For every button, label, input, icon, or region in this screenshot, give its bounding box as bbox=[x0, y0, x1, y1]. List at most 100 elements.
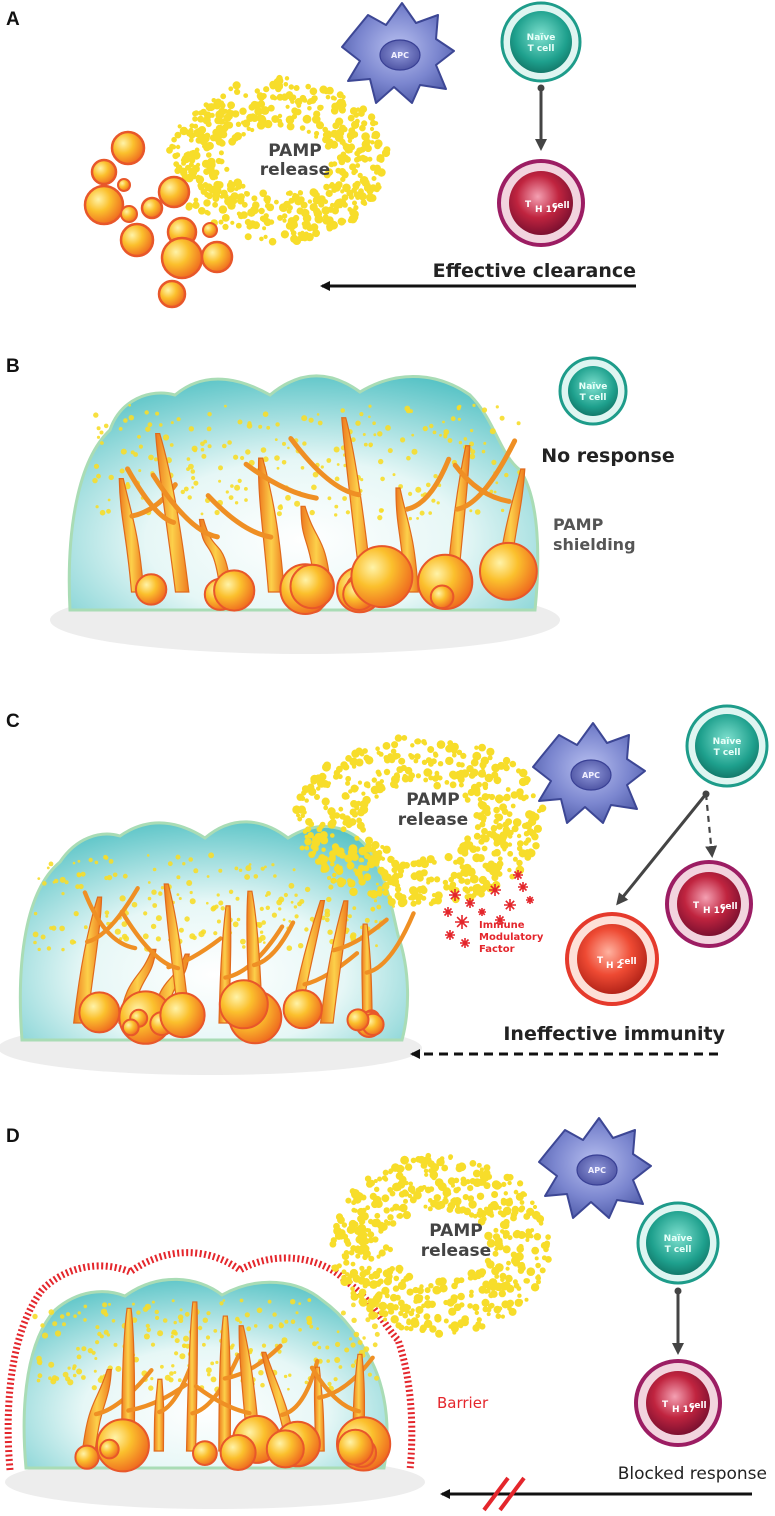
pamp-particle bbox=[294, 108, 302, 116]
biofilm-pamp-particles bbox=[32, 852, 395, 952]
pamp-particle bbox=[347, 207, 353, 212]
pamp-particle bbox=[399, 861, 408, 870]
pamp-particle bbox=[502, 826, 511, 834]
pamp-particle bbox=[147, 896, 152, 901]
pamp-particle bbox=[403, 1198, 408, 1204]
pamp-particle bbox=[435, 1329, 444, 1338]
pamp-particle bbox=[448, 1155, 453, 1160]
pamp-particle bbox=[48, 1376, 52, 1380]
pamp-particle bbox=[330, 107, 339, 115]
pamp-particle bbox=[236, 196, 245, 205]
pamp-particle bbox=[262, 226, 267, 231]
pamp-particle bbox=[467, 1303, 473, 1309]
pamp-particle bbox=[335, 181, 343, 189]
pamp-particle bbox=[399, 1304, 407, 1313]
pamp-particle bbox=[381, 1194, 390, 1203]
pamp-particle bbox=[368, 194, 377, 202]
pamp-particle bbox=[374, 1375, 380, 1381]
th17-label-cell: cell bbox=[552, 201, 570, 211]
pamp-particle bbox=[533, 824, 543, 833]
pamp-particle bbox=[46, 866, 50, 870]
yeast-cell bbox=[346, 1008, 370, 1032]
pamp-particle bbox=[205, 1335, 211, 1340]
pamp-particle bbox=[472, 403, 476, 407]
pamp-particle bbox=[59, 876, 66, 883]
pamp-particle bbox=[222, 223, 229, 230]
pamp-particle bbox=[285, 115, 295, 125]
imf-particle-core bbox=[468, 901, 472, 905]
pamp-particle bbox=[207, 444, 212, 449]
pamp-particle bbox=[307, 199, 313, 204]
pamp-particle bbox=[419, 510, 425, 516]
pamp-particle bbox=[124, 483, 131, 490]
pamp-particle bbox=[177, 1378, 182, 1383]
pamp-particle bbox=[476, 1192, 485, 1201]
pamp-particle bbox=[254, 107, 263, 116]
pamp-particle bbox=[272, 1312, 277, 1317]
pamp-shielding-label-line1: PAMP bbox=[553, 515, 604, 534]
pamp-particle bbox=[206, 152, 212, 158]
pamp-particle bbox=[177, 1314, 184, 1320]
pamp-particle bbox=[424, 1294, 430, 1301]
pamp-particle bbox=[507, 867, 512, 873]
pamp-particle bbox=[411, 433, 415, 437]
pamp-particle bbox=[262, 411, 269, 418]
pamp-particle bbox=[500, 508, 505, 513]
pamp-particle bbox=[62, 1322, 66, 1327]
pamp-particle bbox=[273, 874, 277, 878]
pamp-particle bbox=[137, 434, 141, 439]
pamp-particle bbox=[155, 936, 161, 942]
pamp-particle bbox=[482, 784, 488, 791]
pamp-particle bbox=[428, 511, 433, 515]
pamp-particle bbox=[395, 1172, 404, 1180]
pamp-particle bbox=[170, 421, 174, 425]
pamp-particle bbox=[304, 1380, 309, 1385]
pamp-particle bbox=[357, 172, 363, 178]
pamp-particle bbox=[190, 149, 197, 157]
pamp-particle bbox=[355, 420, 361, 426]
pamp-particle bbox=[476, 854, 485, 863]
pamp-particle bbox=[326, 86, 334, 95]
pamp-particle bbox=[288, 919, 292, 923]
pamp-particle bbox=[499, 803, 507, 812]
pamp-particle bbox=[361, 155, 369, 163]
pamp-particle bbox=[174, 131, 182, 139]
pamp-particle bbox=[373, 433, 377, 437]
pamp-particle bbox=[340, 761, 348, 769]
pamp-particle bbox=[298, 1328, 302, 1332]
pamp-particle bbox=[359, 412, 364, 417]
pamp-particle bbox=[266, 891, 271, 896]
pamp-particle bbox=[207, 1372, 211, 1377]
pamp-particle bbox=[191, 486, 194, 489]
pamp-particle bbox=[402, 1211, 411, 1220]
pamp-particle bbox=[530, 793, 536, 799]
pamp-particle bbox=[532, 842, 540, 850]
pamp-particle bbox=[234, 501, 239, 505]
pamp-particle bbox=[347, 1274, 353, 1279]
pamp-particle bbox=[447, 1191, 452, 1196]
pamp-particle bbox=[506, 811, 513, 817]
naive-t-cell-label-line1: Naïve bbox=[527, 33, 556, 43]
pamp-particle bbox=[495, 405, 499, 409]
pamp-particle bbox=[402, 1312, 409, 1319]
pamp-particle bbox=[335, 1341, 341, 1347]
pamp-particle bbox=[73, 1314, 77, 1318]
pamp-particle bbox=[304, 845, 310, 851]
pamp-particle bbox=[395, 1294, 401, 1301]
pamp-particle bbox=[294, 500, 301, 507]
pamp-particle bbox=[218, 219, 224, 225]
imf-particle bbox=[449, 889, 461, 901]
pamp-particle bbox=[356, 147, 363, 154]
pamp-particle bbox=[342, 496, 347, 501]
pamp-particle bbox=[76, 1346, 80, 1351]
pamp-particle bbox=[444, 780, 450, 785]
pamp-particle bbox=[320, 836, 329, 845]
pamp-particle bbox=[376, 154, 385, 163]
pamp-particle bbox=[503, 1281, 511, 1289]
pamp-particle bbox=[244, 233, 252, 241]
pamp-particle bbox=[492, 773, 498, 779]
th17-label-subscript: H 17 bbox=[703, 906, 726, 916]
pamp-particle bbox=[196, 162, 201, 167]
pamp-particle bbox=[230, 220, 235, 225]
pamp-particle bbox=[93, 1369, 97, 1373]
